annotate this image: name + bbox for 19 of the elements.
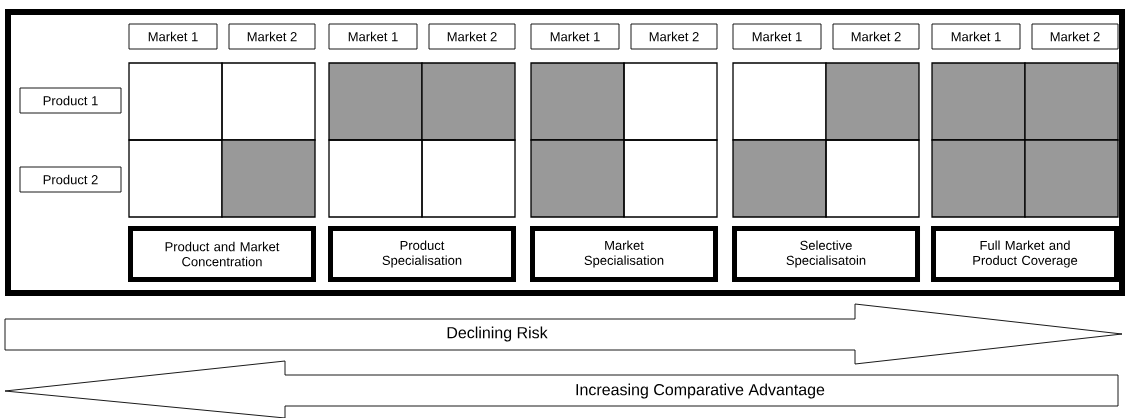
label-box: Product 2 (19, 166, 122, 193)
strategy-box: Product and Market Concentration (128, 226, 316, 282)
label-box: Market 2 (832, 23, 920, 50)
label-box: Market 1 (128, 23, 218, 50)
label-box: Market 2 (428, 23, 516, 50)
strategy-box: Selective Specialisatoin (732, 226, 920, 282)
strategy-box: Market Specialisation (530, 226, 718, 282)
strategy-box: Product Specialisation (328, 226, 516, 282)
label-box: Market 1 (732, 23, 822, 50)
pointed-banner: Increasing Comparative Advantage (4, 360, 1119, 418)
strategy-box: Full Market and Product Coverage (931, 226, 1119, 282)
label-box: Market 2 (228, 23, 316, 50)
label-box: Product 1 (19, 87, 122, 114)
label-box: Market 2 (1031, 23, 1119, 50)
pointed-banner: Declining Risk (4, 303, 1123, 365)
label-box: Market 2 (630, 23, 718, 50)
label-box: Market 1 (530, 23, 620, 50)
label-box: Market 1 (931, 23, 1021, 50)
label-box: Market 1 (328, 23, 418, 50)
